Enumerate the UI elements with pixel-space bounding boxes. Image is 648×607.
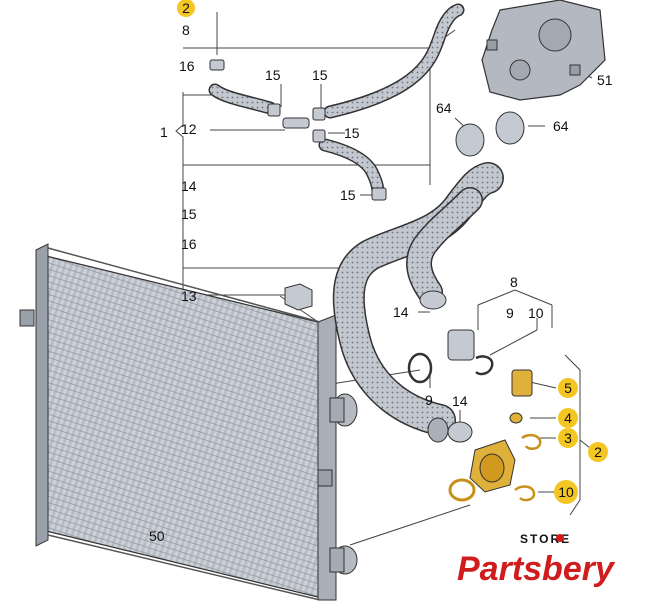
callout-64-a: 64	[436, 100, 452, 116]
badge-2-text: 2	[594, 444, 602, 460]
watermark-store: STORE	[520, 532, 571, 546]
badge-4-text: 4	[564, 410, 572, 426]
callout-50: 50	[149, 528, 165, 544]
callout-top-8: 8	[182, 22, 190, 38]
callout-15-c: 15	[344, 125, 360, 141]
badge-top-2	[177, 0, 195, 17]
callout-9-b: 9	[425, 392, 433, 408]
badge-3-text: 3	[564, 430, 572, 446]
badge-2	[588, 442, 608, 462]
callout-15-d: 15	[340, 187, 356, 203]
callout-15-b: 15	[312, 67, 328, 83]
clamps	[209, 59, 525, 443]
callout-13: 13	[181, 288, 197, 304]
watermark-brand: Partsbery	[457, 550, 616, 588]
callout-14-b: 14	[452, 393, 468, 409]
callout-labels: 8 16 15 15 1 12 15 14 15 15 16 13 51 64 …	[149, 22, 613, 544]
callout-51: 51	[597, 72, 613, 88]
watermark-logo: STORE Partsbery	[457, 532, 616, 588]
badge-10	[554, 480, 578, 504]
badge-5	[558, 378, 578, 398]
badge-5-text: 5	[564, 380, 572, 396]
water-pump-housing	[481, 0, 606, 101]
thermostat-assembly	[448, 369, 542, 502]
badge-top-2-text: 2	[182, 0, 190, 16]
callout-64-b: 64	[553, 118, 569, 134]
badge-10-text: 10	[558, 484, 574, 500]
callout-15-a: 15	[265, 67, 281, 83]
badge-3	[558, 428, 578, 448]
callout-12: 12	[181, 121, 197, 137]
callout-14: 14	[181, 178, 197, 194]
callout-15: 15	[181, 206, 197, 222]
callout-14-a: 14	[393, 304, 409, 320]
callout-16-top: 16	[179, 58, 195, 74]
callout-1: 1	[160, 124, 168, 140]
group-bracket-1	[175, 92, 184, 300]
callout-10: 10	[528, 305, 544, 321]
callout-16: 16	[181, 236, 197, 252]
badge-4	[558, 408, 578, 428]
callout-9: 9	[506, 305, 514, 321]
callout-8: 8	[510, 274, 518, 290]
radiator	[19, 243, 358, 601]
badges: 2 5 4 3 2 10	[177, 0, 608, 504]
